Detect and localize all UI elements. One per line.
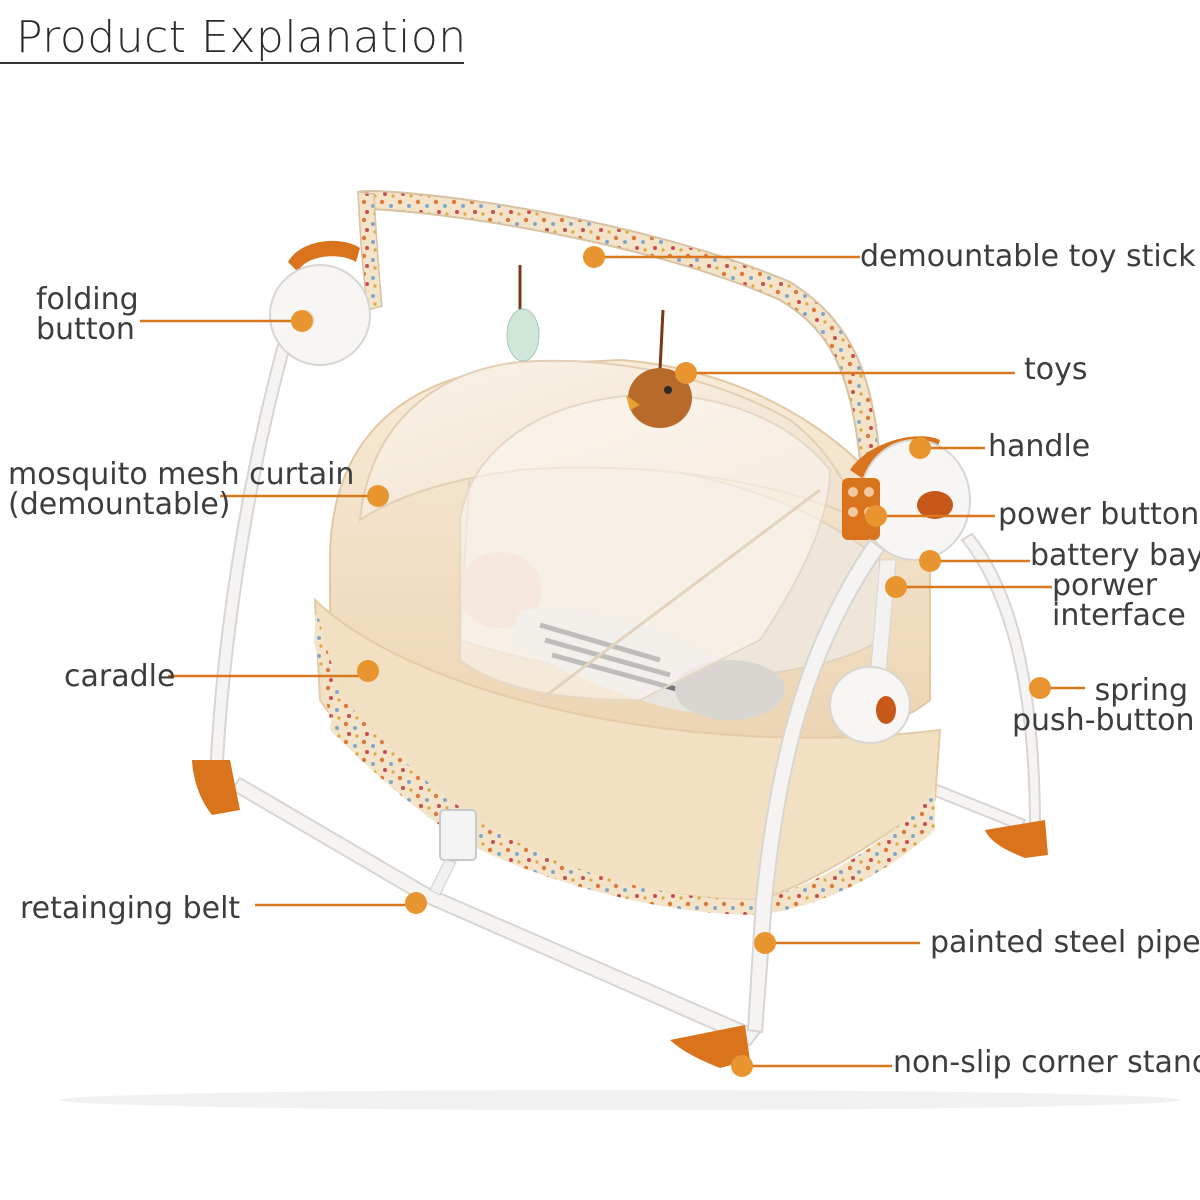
front-pipe (746, 538, 886, 1034)
dot-handle (909, 437, 931, 459)
dot-mesh (367, 485, 389, 507)
label-battery-bay: battery bay (1030, 538, 1200, 573)
corner-feet (192, 760, 1048, 1068)
label-mosquito-mesh-curtain: mosquito mesh curtain (demountable) (8, 460, 354, 520)
title-underline (0, 62, 464, 64)
label-power-interface: porwer interface (1052, 571, 1186, 631)
label-toys: toys (1024, 352, 1088, 387)
label-mesh-line2: (demountable) (8, 487, 231, 522)
label-power-button: power button (998, 497, 1200, 532)
label-non-slip-corner-stand: non-slip corner stand (893, 1045, 1200, 1080)
label-demountable-toy-stick: demountable toy stick (860, 239, 1196, 274)
dot-toys (675, 362, 697, 384)
mesh-canopy (358, 359, 862, 702)
leader-lines (140, 255, 1085, 1068)
dot-battery-bay (919, 550, 941, 572)
label-folding-button: folding button (36, 285, 139, 345)
label-spring-push-button: spring push-button (1012, 673, 1195, 738)
left-hub (269, 240, 371, 366)
dot-spring (1029, 677, 1051, 699)
label-painted-steel-pipe: painted steel pipe (930, 925, 1200, 960)
label-folding-line2: button (36, 312, 135, 347)
dot-power-interface (885, 576, 907, 598)
hanging-toys (506, 265, 692, 428)
callout-dots (291, 246, 1051, 1077)
label-spring-line1: spring (1094, 673, 1188, 708)
page-title: Product Explanation (16, 12, 467, 63)
dot-steel-pipe (754, 932, 776, 954)
dot-power-button (865, 505, 887, 527)
label-spring-line2: push-button (1012, 703, 1195, 738)
floor-shadow (60, 1090, 1180, 1110)
label-interface-line1: porwer (1052, 568, 1158, 603)
dot-belt (405, 892, 427, 914)
label-mesh-line1: mosquito mesh curtain (8, 457, 355, 492)
label-retaining-belt: retainging belt (20, 891, 241, 926)
dot-cradle (357, 660, 379, 682)
dot-toy-stick (583, 246, 605, 268)
dot-folding-button (291, 310, 313, 332)
label-cradle: caradle (64, 659, 176, 694)
retaining-belt (429, 809, 477, 896)
label-folding-line1: folding (36, 282, 139, 317)
label-handle: handle (988, 429, 1091, 464)
dot-corner-stand (731, 1055, 753, 1077)
label-interface-line2: interface (1052, 598, 1186, 633)
